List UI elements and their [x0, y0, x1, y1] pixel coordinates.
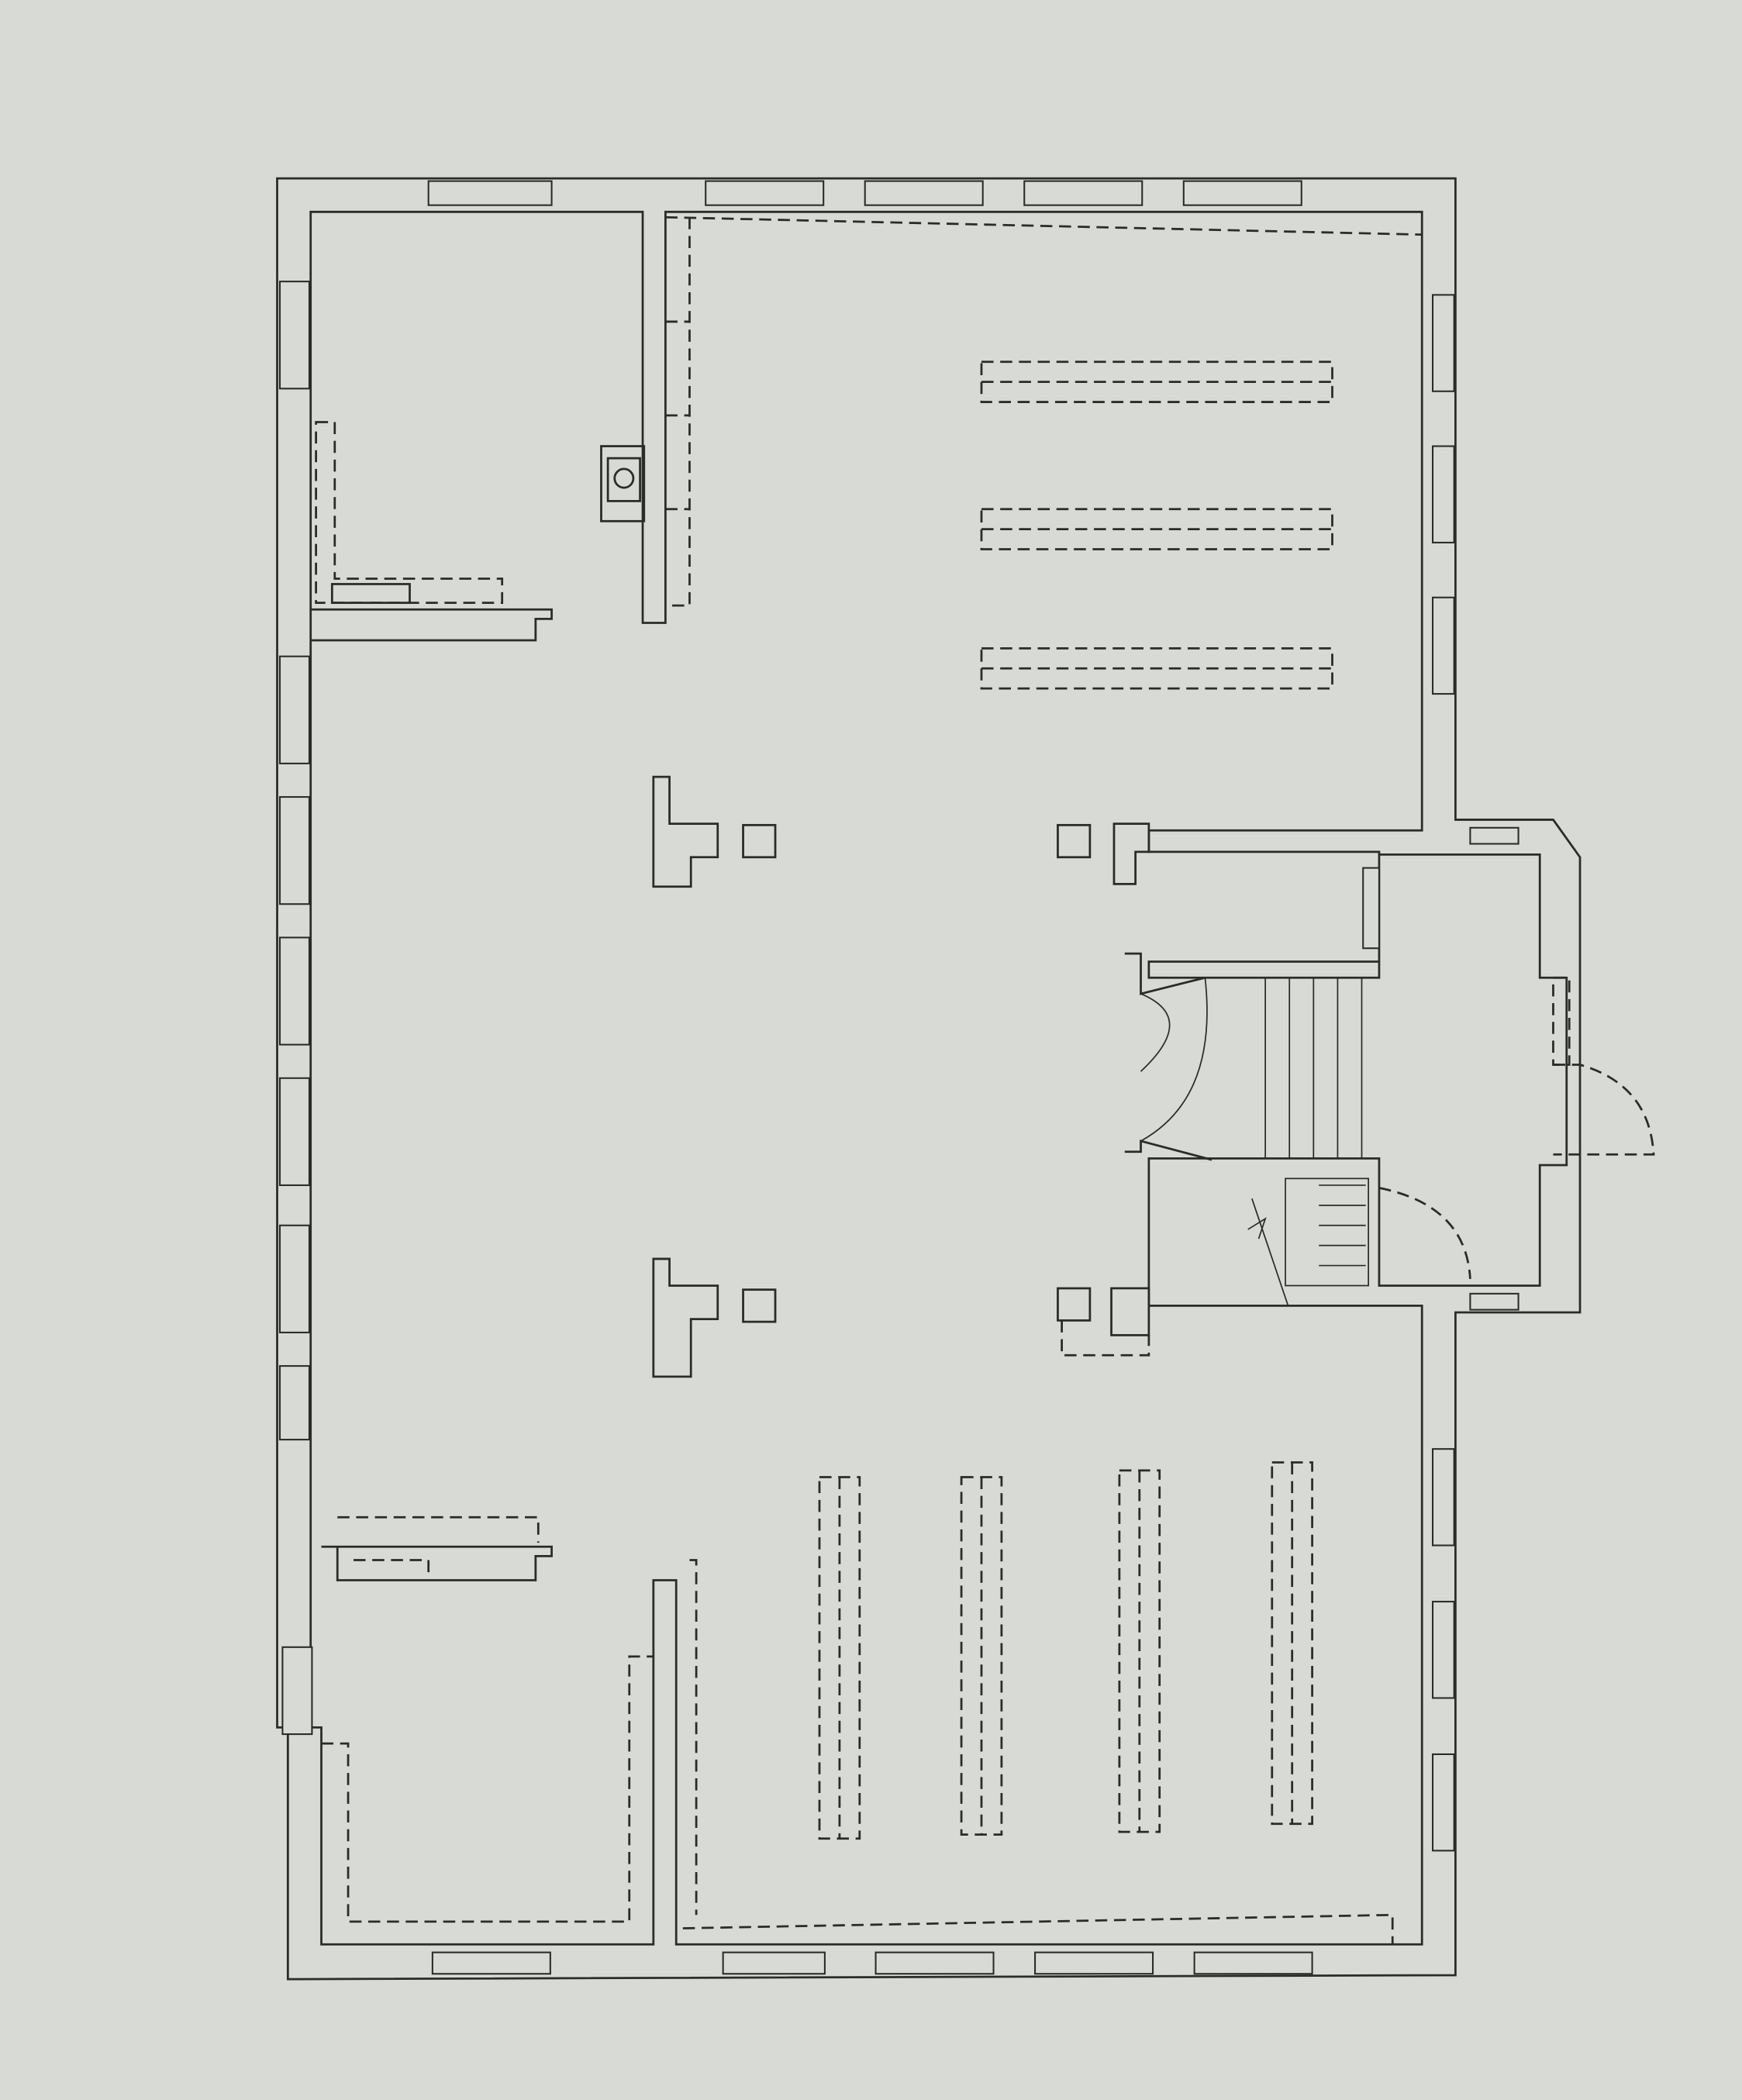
closet-window — [1362, 867, 1380, 950]
inner-wall — [309, 210, 1568, 1946]
window — [864, 180, 984, 206]
column — [1057, 1287, 1092, 1322]
shelves-vertical — [818, 1461, 1313, 1840]
sink-basin — [606, 457, 641, 502]
window — [1431, 1753, 1455, 1852]
window — [1431, 445, 1455, 543]
shelving — [665, 216, 1423, 607]
sink-cabinet — [600, 445, 646, 522]
window — [278, 281, 311, 390]
window — [1431, 294, 1455, 392]
window — [278, 1224, 311, 1333]
window — [278, 796, 311, 905]
counter — [337, 1516, 540, 1574]
sink-drain — [613, 467, 635, 489]
window-dashed — [1552, 976, 1571, 1066]
partition-wall — [321, 1545, 553, 1581]
window — [431, 1951, 551, 1975]
window — [281, 1646, 313, 1736]
window — [1431, 1601, 1455, 1699]
window — [278, 655, 311, 764]
shelves-horizontal — [980, 360, 1333, 690]
column — [742, 1288, 777, 1323]
desk — [330, 583, 411, 605]
column-dashed — [1061, 1320, 1150, 1357]
entrance — [1124, 867, 1655, 1306]
column — [652, 775, 719, 888]
window — [1469, 826, 1520, 845]
stair-lower — [1285, 1178, 1369, 1287]
door-swing — [1140, 978, 1208, 1142]
vestibule-wall — [1124, 952, 1213, 1161]
window — [278, 1077, 311, 1186]
sink — [600, 445, 646, 522]
window — [278, 1365, 311, 1441]
window — [1182, 180, 1302, 206]
window — [874, 1951, 995, 1975]
windows-left — [278, 281, 313, 1736]
window — [1431, 1448, 1455, 1547]
window — [1469, 1292, 1520, 1311]
window — [278, 936, 311, 1046]
window — [1034, 1951, 1154, 1975]
break-line — [1247, 1198, 1289, 1306]
windows-bottom — [431, 1951, 1313, 1975]
shelving — [321, 1559, 1394, 1945]
column — [742, 823, 777, 859]
column — [652, 1257, 719, 1378]
window — [1193, 1951, 1313, 1975]
window — [722, 1951, 826, 1975]
door-swing — [1553, 1064, 1655, 1156]
window — [705, 180, 825, 206]
door-swing — [1378, 1187, 1471, 1279]
partition-wall — [310, 608, 553, 642]
windows-right — [1431, 294, 1520, 1852]
window — [1023, 180, 1144, 206]
window — [1431, 596, 1455, 695]
window — [427, 180, 553, 206]
column — [1057, 823, 1092, 859]
counter — [315, 421, 504, 605]
column — [1112, 822, 1150, 885]
windows-top — [427, 180, 1302, 206]
columns — [652, 775, 1150, 1378]
stairs — [1264, 978, 1363, 1159]
stair-treads — [1319, 1184, 1366, 1267]
